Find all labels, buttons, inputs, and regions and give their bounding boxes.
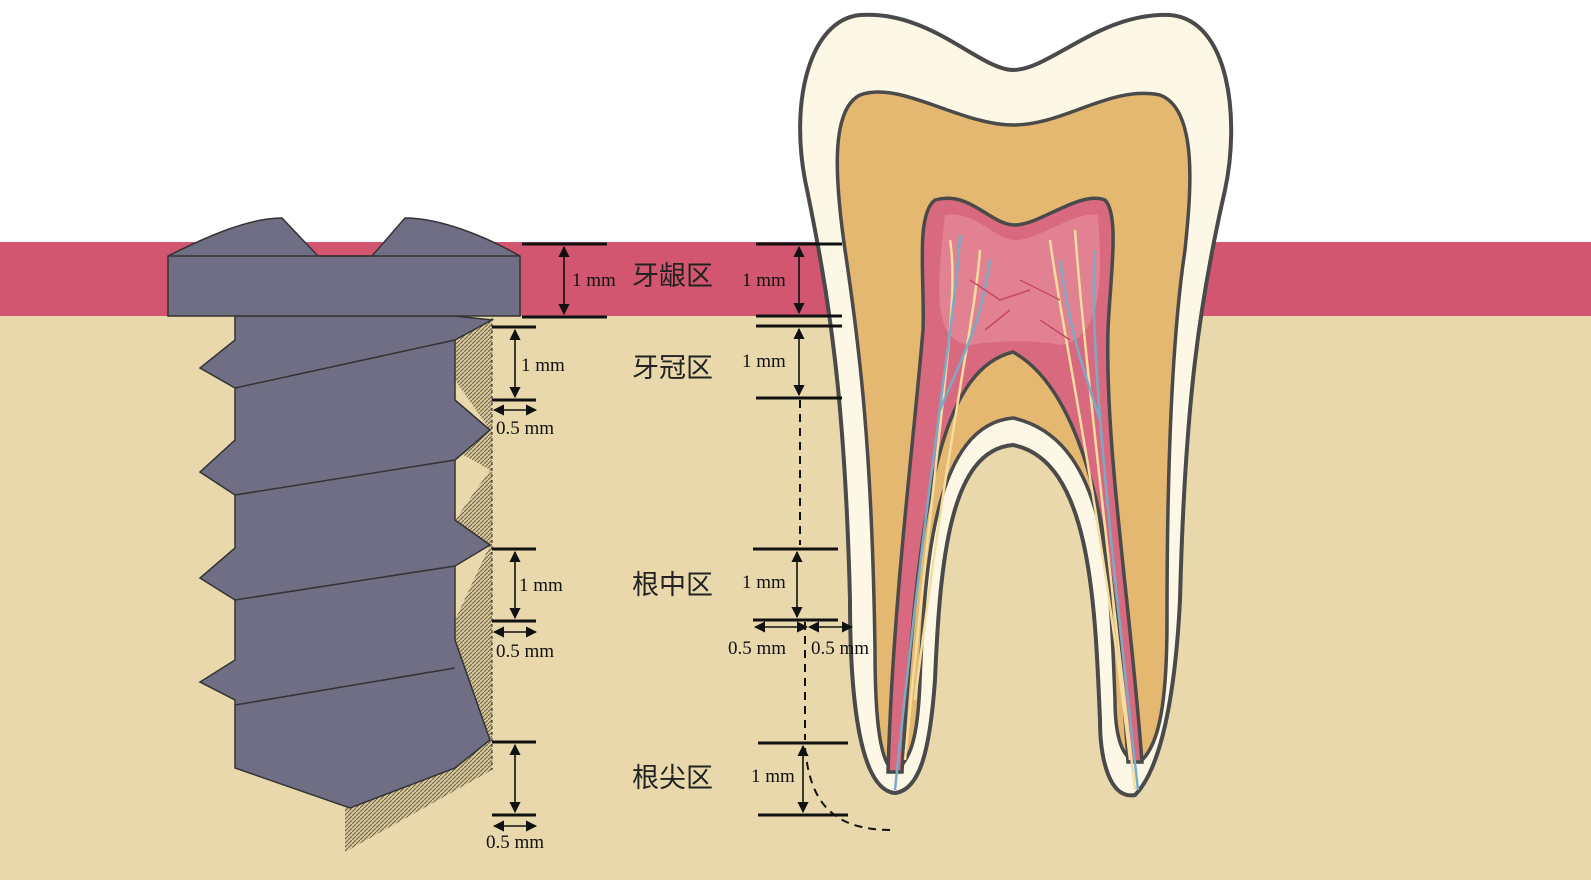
tooth-mid-height: 1 mm xyxy=(742,572,786,593)
implant-mid-height: 1 mm xyxy=(519,575,563,596)
zone-crown-label: 牙冠区 xyxy=(632,353,713,384)
implant-screw xyxy=(167,217,521,852)
zone-mid-root-label: 根中区 xyxy=(632,570,713,601)
implant-gingiva-height: 1 mm xyxy=(572,270,616,291)
implant-head xyxy=(167,217,521,317)
tooth-mid-width-right: 0.5 mm xyxy=(811,638,869,659)
tooth-mid-width-left: 0.5 mm xyxy=(728,638,786,659)
tooth-crown-height: 1 mm xyxy=(742,351,786,372)
zone-gingiva-label: 牙龈区 xyxy=(632,261,713,292)
implant-crown-width: 0.5 mm xyxy=(496,418,554,439)
tooth-pulp xyxy=(886,196,1144,774)
tooth-gingiva-height: 1 mm xyxy=(742,270,786,291)
implant-crown-height: 1 mm xyxy=(521,355,565,376)
zone-apex-label: 根尖区 xyxy=(632,763,713,794)
natural-tooth xyxy=(798,12,1234,798)
implant-dimensions: 1 mm 1 mm 0.5 mm 1 mm 0.5 mm 0.5 mm xyxy=(486,242,616,853)
tooth-apex-height: 1 mm xyxy=(751,766,795,787)
tooth-dimensions: 1 mm 1 mm 1 mm 0.5 mm 0.5 mm 1 mm xyxy=(728,242,893,831)
implant-mid-width: 0.5 mm xyxy=(496,641,554,662)
implant-apex-width: 0.5 mm xyxy=(486,832,544,853)
